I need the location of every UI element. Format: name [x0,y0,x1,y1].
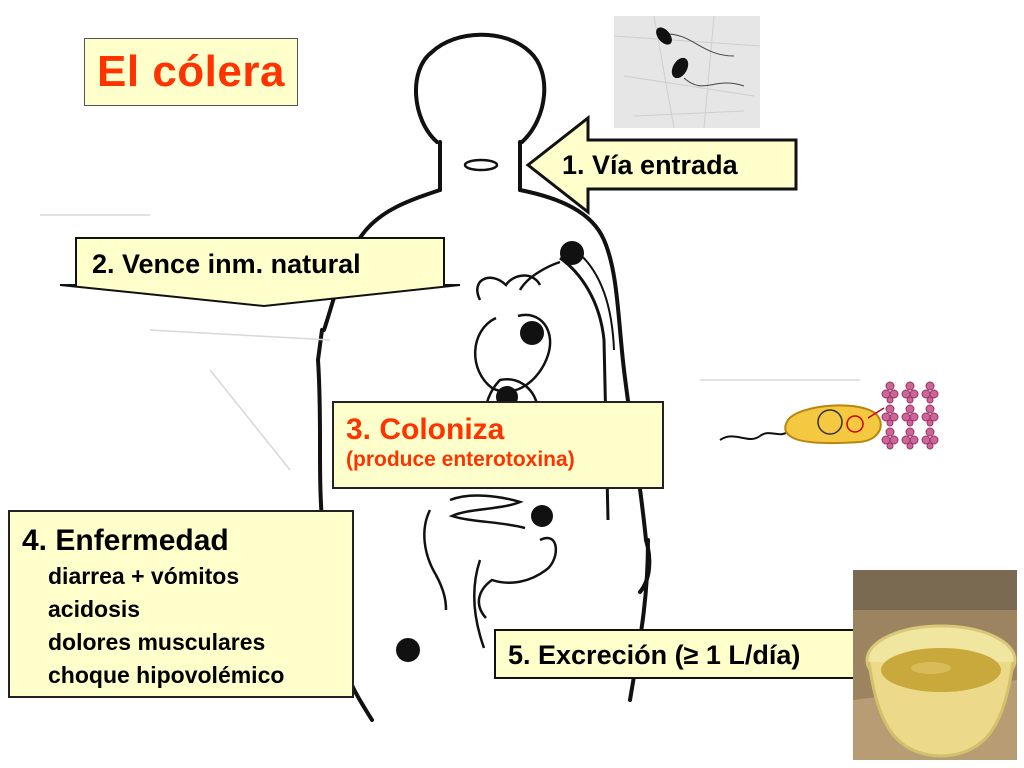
title-box: El cólera [84,38,298,106]
step-1-label: 1. Vía entrada [562,150,738,180]
vibrio-micrograph [614,16,760,128]
mouth-icon [463,158,499,172]
callout-step-2 [59,237,461,308]
step-4-label: 4. Enfermedad [22,524,229,557]
step-5-label: 5. Excreción (≥ 1 L/día) [508,640,801,670]
site-dot [396,638,420,662]
heart-organ [474,260,561,393]
toxin-molecule-icon [881,381,939,450]
step-3-box: 3. Coloniza (produce enterotoxina) [332,401,664,489]
symptom-item: dolores musculares [48,629,266,655]
step-3-label: 3. Coloniza [346,413,505,446]
arrow-step-1 [525,114,798,216]
site-dot [560,241,584,265]
symptom-item: choque hipovolémico [48,662,285,688]
symptom-list: diarrea + vómitos acidosis dolores muscu… [22,560,352,692]
stool-bucket-photo [853,570,1017,760]
step-4-box: 4. Enfermedad diarrea + vómitos acidosis… [8,510,354,698]
site-dot [520,321,544,345]
site-dot [531,505,553,527]
intestine-organ [423,494,558,649]
page-title: El cólera [97,47,285,96]
symptom-item: acidosis [48,596,141,622]
vibrio-bacterium-icon [719,404,885,445]
body-outline [310,32,652,722]
symptom-item: diarrea + vómitos [48,563,240,589]
step-2-label: 2. Vence inm. natural [92,249,361,279]
step-3-sublabel: (produce enterotoxina) [346,448,575,471]
